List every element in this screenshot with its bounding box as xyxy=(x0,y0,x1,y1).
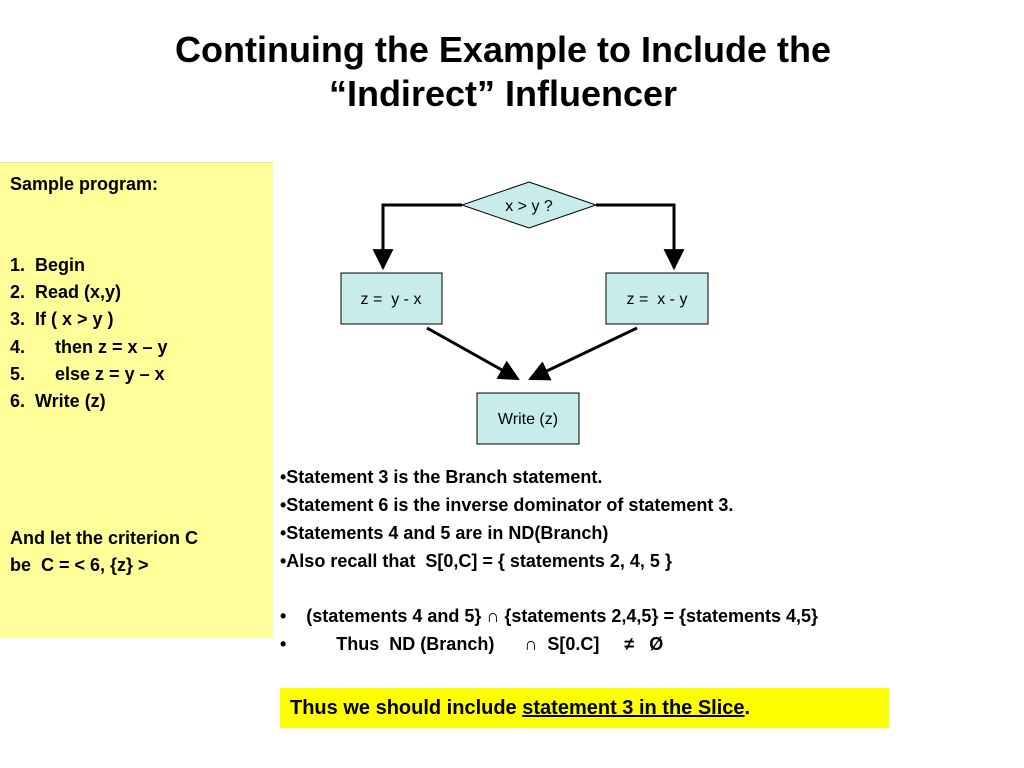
note-4: •Also recall that S[0,C] = { statements … xyxy=(280,551,672,571)
program-line-2: 2. Read (x,y) xyxy=(10,282,122,302)
program-line-6: 6. Write (z) xyxy=(10,391,106,411)
program-line-1: 1. Begin xyxy=(10,255,86,275)
assign-box-left-label: z = y - x xyxy=(361,291,422,308)
write-box xyxy=(476,392,580,445)
conclusion-banner: Thus we should include statement 3 in th… xyxy=(280,688,889,728)
note-1: •Statement 3 is the Branch statement. xyxy=(280,467,603,487)
sample-program-panel: Sample program: 1. Begin 2. Read (x,y) 3… xyxy=(0,162,273,638)
branch-connector-right xyxy=(596,203,685,271)
conclusion-highlight: statement 3 in the Slice xyxy=(522,697,745,719)
conclusion-suffix: . xyxy=(744,697,751,719)
criterion-line-1: And let the criterion C xyxy=(10,528,199,548)
assign-box-right-label: z = x - y xyxy=(627,291,688,308)
sample-program-heading: Sample program: xyxy=(10,174,159,194)
note-2: •Statement 6 is the inverse dominator of… xyxy=(280,495,734,515)
program-line-4: 4. then z = x – y xyxy=(10,337,168,357)
decision-label: x > y ? xyxy=(505,198,553,215)
slide-title: Continuing the Example to Include the “I… xyxy=(0,28,1006,116)
note-6: • (statements 4 and 5} ∩ {statements 2,4… xyxy=(280,606,819,626)
program-line-3: 3. If ( x > y ) xyxy=(10,309,114,329)
assign-box-left xyxy=(340,272,443,325)
conclusion-prefix: Thus we should include xyxy=(290,697,523,719)
program-line-5: 5. else z = y – x xyxy=(10,364,165,384)
assign-box-right xyxy=(605,272,709,325)
slide-title-line-1: Continuing the Example to Include the xyxy=(174,29,831,70)
merge-arrow-right xyxy=(528,326,638,381)
note-7: • Thus ND (Branch) ∩ S[0.C] ≠ Ø xyxy=(280,634,664,654)
note-3: •Statements 4 and 5 are in ND(Branch) xyxy=(280,523,609,543)
write-box-label: Write (z) xyxy=(498,411,558,428)
branch-connector-left xyxy=(372,203,462,271)
slide-title-line-2: “Indirect” Influencer xyxy=(328,73,678,114)
criterion-line-2: be C = < 6, {z} > xyxy=(10,555,149,575)
merge-arrow-left xyxy=(426,326,520,381)
decision-diamond xyxy=(460,181,598,229)
